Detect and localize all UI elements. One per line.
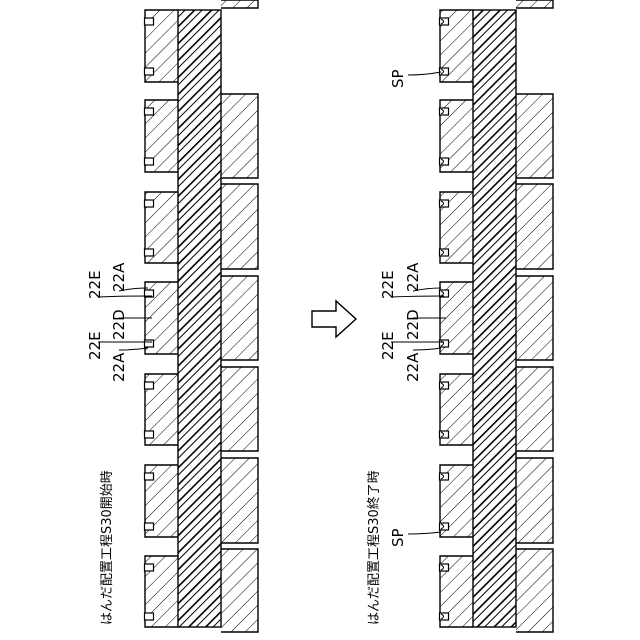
pad-notch <box>145 523 154 530</box>
pad-notch <box>145 108 154 115</box>
label-22e-lower: 22E <box>379 331 397 360</box>
leader-22e-upper <box>98 296 152 297</box>
right-pad <box>221 94 258 178</box>
pad-notch <box>145 200 154 207</box>
pad-notch <box>145 382 154 389</box>
right-pad <box>516 184 553 269</box>
pad-notch <box>145 18 154 25</box>
leader-22a-lower <box>413 348 441 350</box>
leader-22e-upper <box>391 296 444 297</box>
right-pad <box>221 549 258 632</box>
pad-notch <box>145 473 154 480</box>
label-22a-upper: 22A <box>110 262 128 292</box>
label-22e-upper: 22E <box>379 270 397 299</box>
pad-notch <box>145 68 154 75</box>
leader-sp-upper <box>408 72 441 75</box>
pad-notch <box>145 249 154 256</box>
core-layer <box>178 10 221 627</box>
right-pad <box>221 458 258 543</box>
label-22a-upper: 22A <box>404 262 422 292</box>
label-sp-upper: SP <box>389 69 407 88</box>
leader-sp-lower <box>408 532 441 534</box>
label-sp-lower: SP <box>389 528 407 547</box>
right-pad <box>516 276 553 360</box>
right-pad <box>516 458 553 543</box>
pad-notch <box>145 340 154 347</box>
leader-22a-lower <box>119 348 148 350</box>
caption-start: はんだ配置工程S30開始時 <box>100 470 115 625</box>
caption-end: はんだ配置工程S30終了時 <box>366 470 382 625</box>
right-pad <box>516 367 553 451</box>
block-arrow-right-icon <box>312 301 356 337</box>
label-22d: 22D <box>110 309 128 340</box>
pad-notch <box>145 431 154 438</box>
label-22d: 22D <box>404 309 422 340</box>
label-22e-upper: 22E <box>86 270 104 299</box>
right-pad <box>516 94 553 178</box>
pad-notch <box>145 613 154 620</box>
core-layer <box>473 10 516 627</box>
pad-notch <box>145 158 154 165</box>
right-pad <box>221 184 258 269</box>
left-panel: 22E 22D 22A 22E 22A はんだ配置工程S30開始時 <box>86 0 258 632</box>
pad-notch <box>145 564 154 571</box>
right-pad <box>221 0 258 8</box>
right-pad <box>221 367 258 451</box>
left-layer-stack <box>145 0 259 632</box>
label-22a-lower: 22A <box>110 352 128 382</box>
label-22a-lower: 22A <box>404 352 422 382</box>
right-layer-stack <box>440 0 554 632</box>
left-label-group: 22E 22D 22A 22E 22A <box>86 262 152 382</box>
right-pad <box>516 0 553 8</box>
right-pad <box>221 276 258 360</box>
label-22e-lower: 22E <box>86 331 104 360</box>
right-panel: 22E 22D 22A 22E 22A SP SP はんだ配置工程S30終了時 <box>366 0 553 632</box>
transition-arrow <box>312 301 356 337</box>
right-pad <box>516 549 553 632</box>
right-label-group: 22E 22D 22A 22E 22A SP SP <box>379 69 446 547</box>
